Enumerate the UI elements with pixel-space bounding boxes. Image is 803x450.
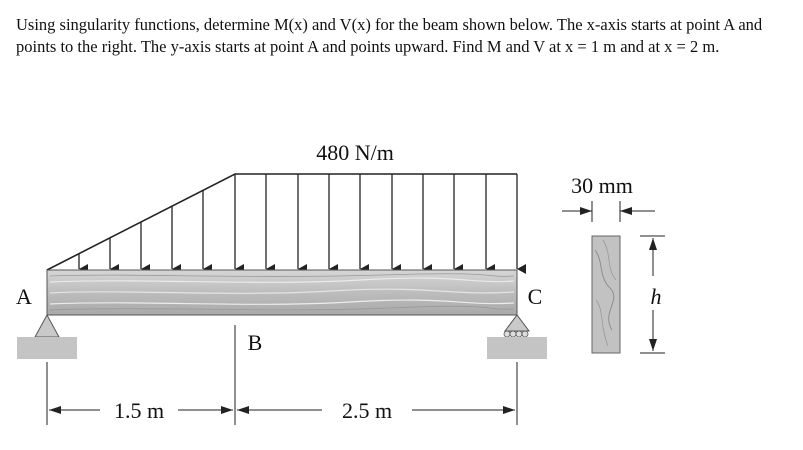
width-label: 30 mm <box>571 173 633 198</box>
load-arrows <box>78 174 526 274</box>
point-a-label: A <box>16 284 32 309</box>
dimension-ab <box>49 406 233 414</box>
pin-support-a <box>17 313 77 359</box>
dimension-bc-label: 2.5 m <box>342 398 392 423</box>
width-dimension <box>562 201 655 222</box>
dimension-ab-label: 1.5 m <box>114 398 164 423</box>
load-label: 480 N/m <box>316 140 394 165</box>
roller-support-c <box>487 314 547 359</box>
problem-statement: Using singularity functions, determine M… <box>16 15 763 56</box>
height-dimension <box>640 235 665 354</box>
distributed-load <box>46 173 526 274</box>
point-b-label: B <box>248 330 263 355</box>
cross-section <box>591 235 621 354</box>
beam <box>46 269 518 316</box>
point-c-label: C <box>528 284 543 309</box>
height-label: h <box>651 284 662 309</box>
dimension-bc <box>237 406 515 414</box>
